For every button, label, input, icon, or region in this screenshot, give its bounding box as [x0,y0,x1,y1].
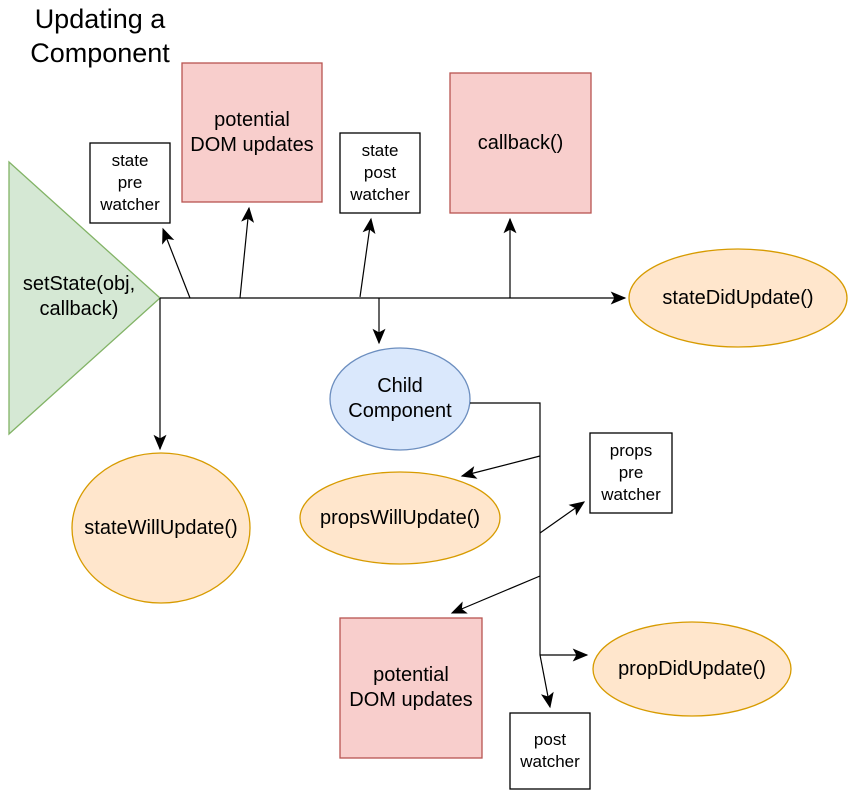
node-callback [449,72,592,214]
node-state-post-watcher [339,132,421,214]
node-setstate-triangle [8,160,161,436]
edge-main-to-state-post-watcher [359,217,376,298]
node-state-will-update [71,452,251,604]
node-state-pre-watcher [89,142,171,224]
node-potential-dom-updates-top [181,62,323,203]
node-potential-dom-updates-bottom [339,617,483,759]
edge-main-to-state-pre-watcher [162,227,191,299]
node-state-did-update [628,248,848,348]
edge-child-to-post-watcher [470,402,554,709]
page-title: Updating a Component [30,4,170,68]
edge-branch-to-potential-dom-updates-bottom [450,575,541,614]
node-child-component [329,347,471,451]
node-props-will-update [299,471,501,565]
node-post-watcher [509,712,591,790]
edge-branch-to-props-pre-watcher [539,501,586,534]
edge-main-to-potential-dom-updates-top [239,206,255,299]
edge-branch-to-propswillupdate [460,455,541,479]
node-prop-did-update [592,621,792,717]
node-props-pre-watcher [589,432,673,514]
